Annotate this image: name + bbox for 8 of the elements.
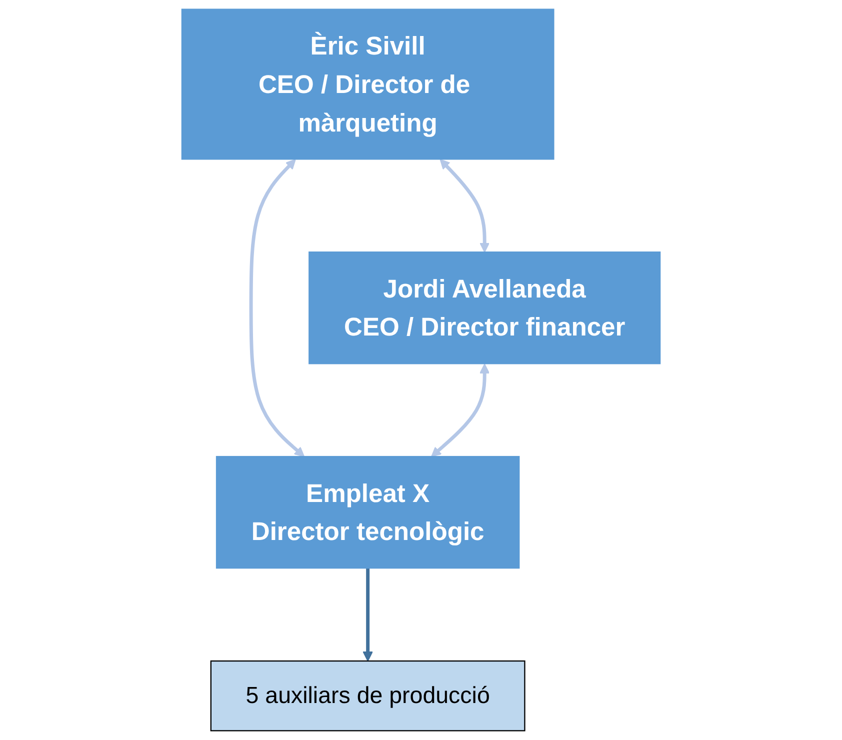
node-box: 5 auxiliars de producció [210,660,526,732]
arrow [249,159,305,457]
arrow [362,568,373,662]
node-box: Èric Sivill CEO / Director de màrqueting [181,8,554,160]
arrow [431,364,490,457]
arrow [440,159,490,253]
node-box: Empleat X Director tecnològic [216,456,520,569]
node-box: Jordi Avellaneda CEO / Director financer [308,252,661,364]
